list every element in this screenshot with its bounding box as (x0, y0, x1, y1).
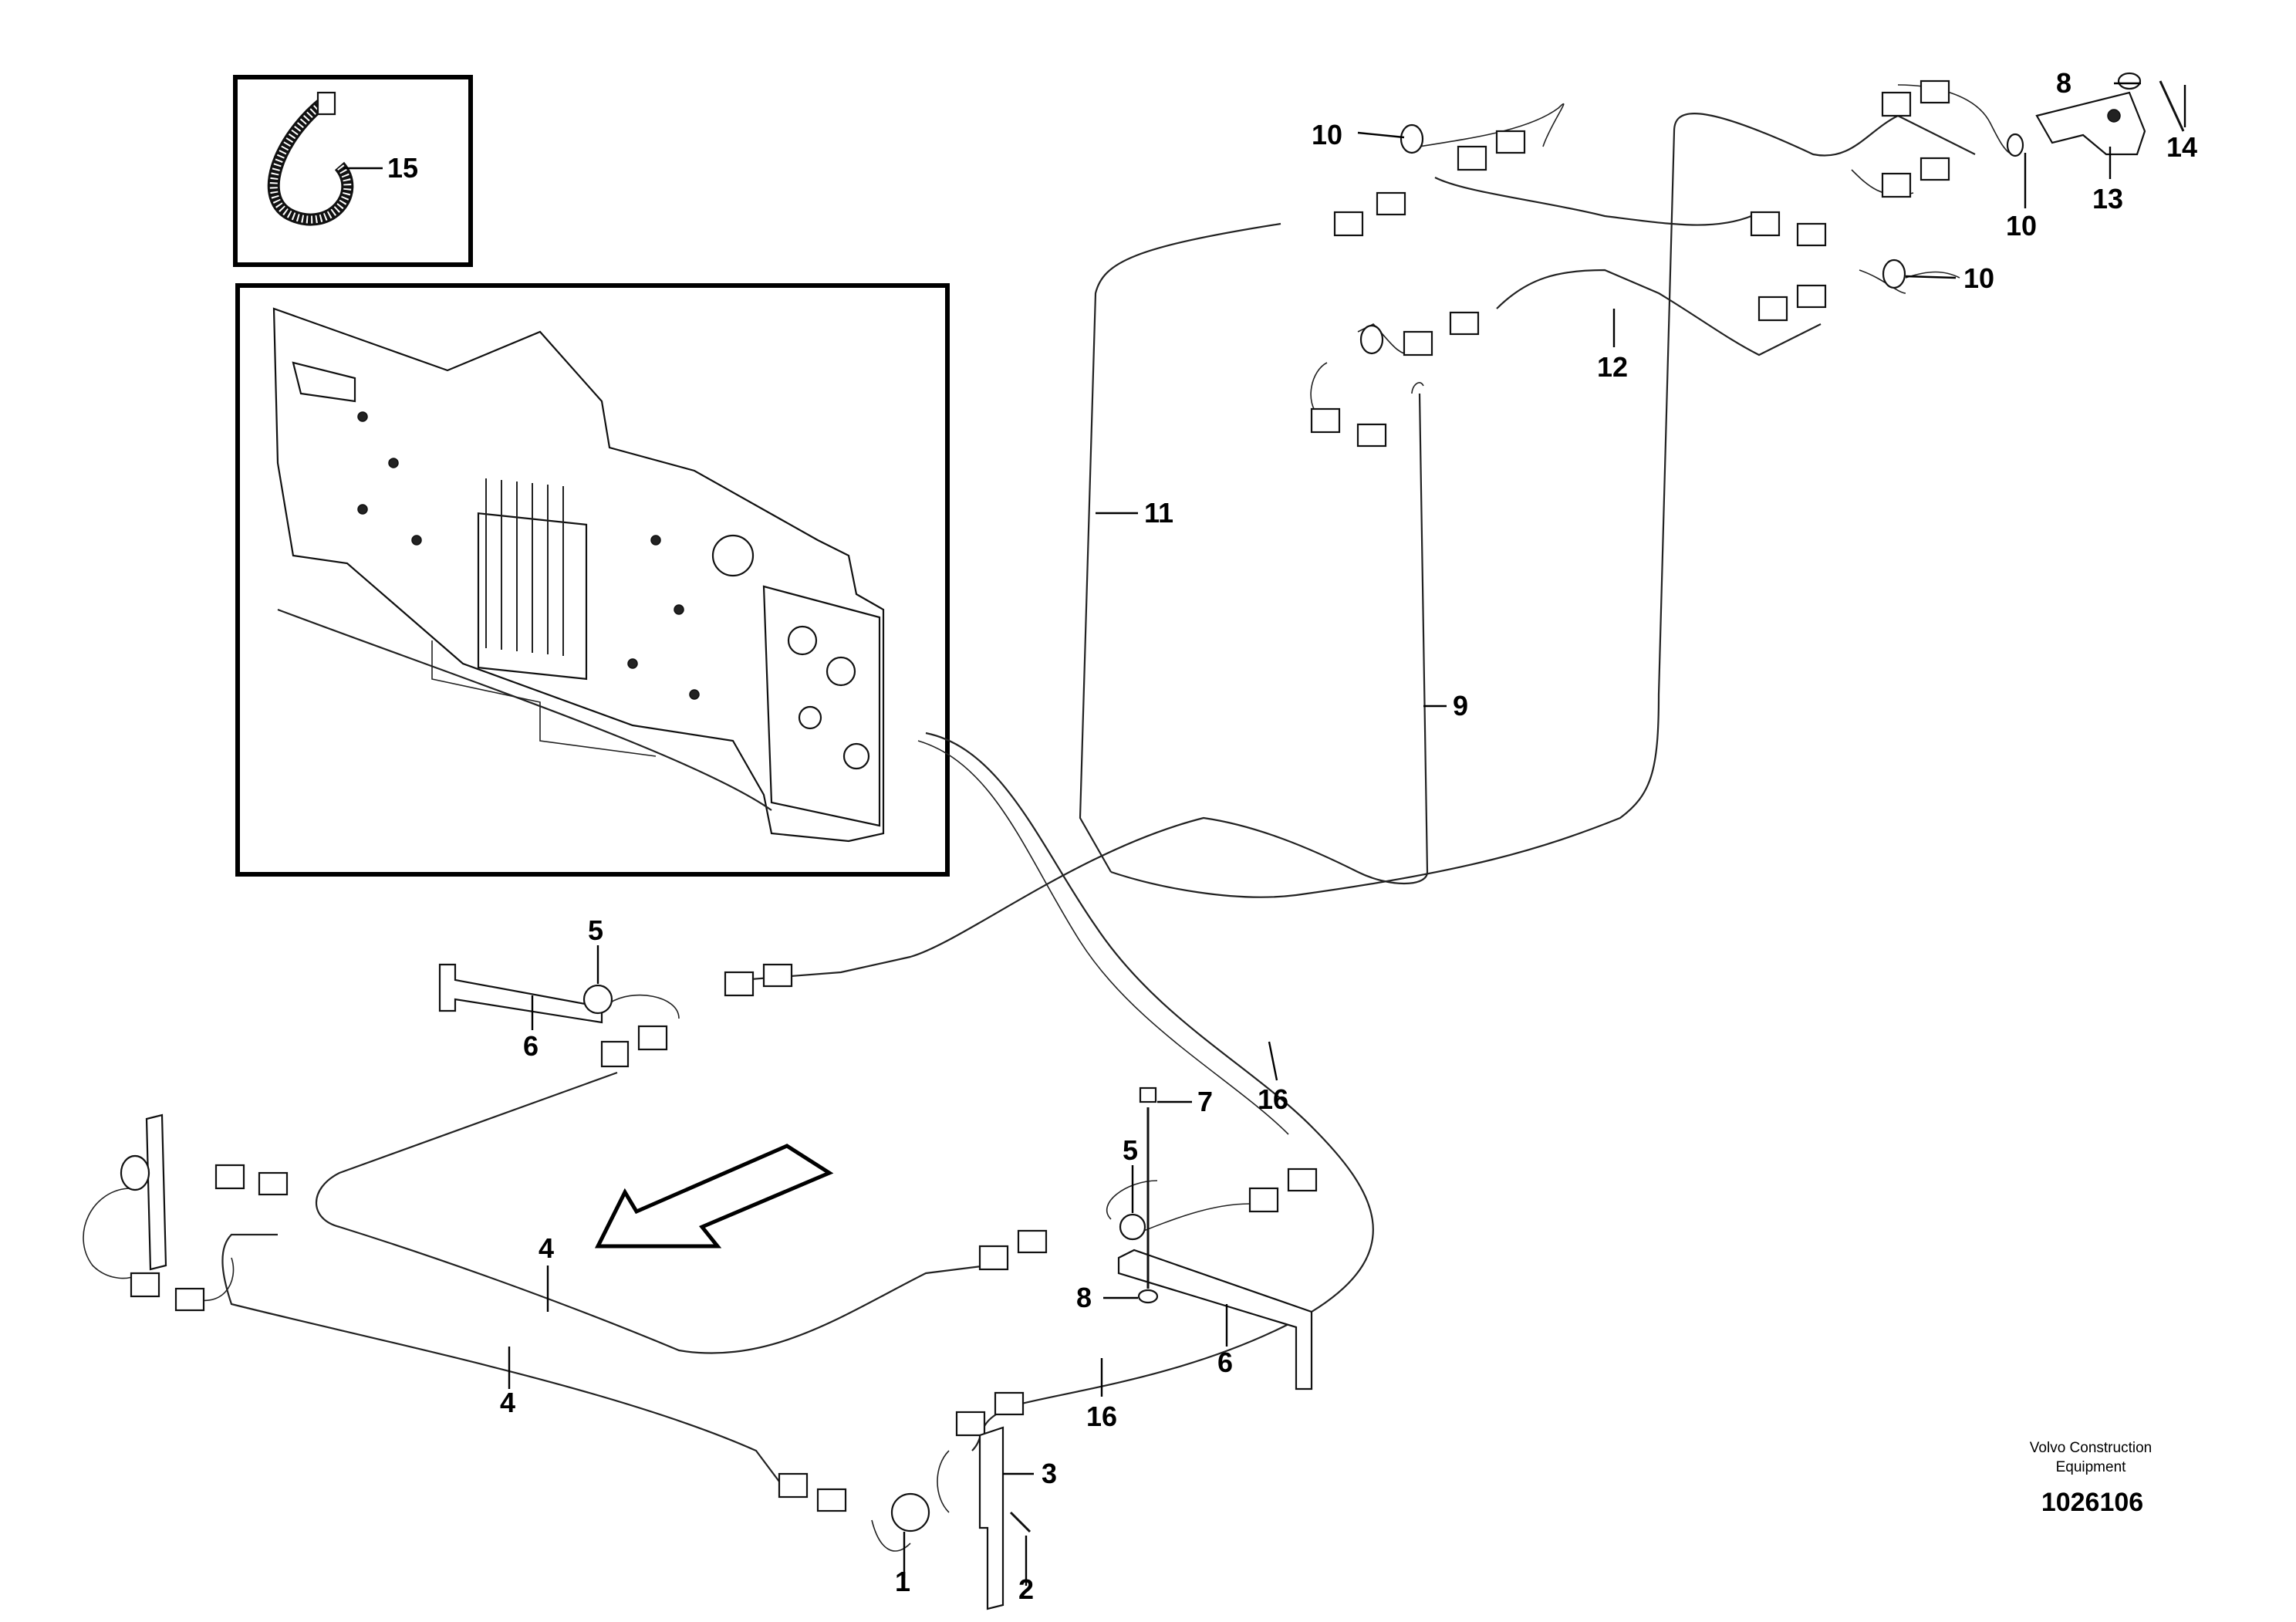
harness-wires (83, 84, 2014, 1552)
control-unit-inset-frame (235, 283, 950, 877)
screw-14 (2159, 80, 2185, 132)
callout-10-right: 10 (1963, 262, 1994, 294)
bracket-6-upper (438, 963, 603, 1024)
cable-tie-inset-frame (233, 75, 473, 267)
callout-6-upper: 6 (523, 1030, 539, 1062)
connector-pair (778, 1472, 847, 1512)
callout-3: 3 (1042, 1458, 1057, 1489)
switch-left (120, 1154, 150, 1191)
clamps (120, 984, 1146, 1532)
clamp-5-lower (1119, 1213, 1146, 1241)
clamp-5-upper (582, 984, 613, 1015)
credit-line-2: Equipment (2056, 1459, 2127, 1475)
control-unit-panel-drawing (272, 307, 885, 843)
connector-pair (1403, 311, 1480, 357)
callout-9: 9 (1453, 690, 1468, 721)
nut-8-upper (2117, 72, 2142, 90)
callout-10-left: 10 (1312, 119, 1342, 150)
switch-1 (890, 1492, 930, 1532)
callout-16-upper: 16 (1258, 1083, 1288, 1115)
callout-8-lower: 8 (1076, 1282, 1092, 1313)
ecu-fins (485, 478, 564, 656)
callout-5-lower: 5 (1123, 1134, 1138, 1166)
bracket-left (145, 1113, 167, 1271)
callout-6-lower: 6 (1217, 1347, 1233, 1378)
fasteners (1009, 72, 2185, 1533)
connector-pair (1457, 130, 1526, 171)
callout-4-lower: 4 (500, 1387, 515, 1418)
sensor-10-bracket (2006, 133, 2024, 157)
forward-direction-arrow-icon (594, 1144, 834, 1249)
connector-pair (1248, 1168, 1318, 1213)
leader-lines (343, 82, 2186, 1586)
callout-1: 1 (895, 1566, 910, 1597)
connector-pair (1750, 211, 1827, 247)
sensor-upper-left (1359, 324, 1384, 355)
callout-16-lower: 16 (1086, 1401, 1117, 1432)
brackets (145, 91, 2146, 1610)
sensor-10-left (1400, 123, 1424, 154)
callout-8-upper: 8 (2056, 67, 2071, 99)
callout-13: 13 (2092, 183, 2123, 215)
connector-pair (1310, 407, 1387, 448)
connector-pair (1333, 191, 1406, 237)
callout-12: 12 (1597, 351, 1628, 383)
connector-pair (130, 1272, 205, 1312)
screw-2 (1009, 1511, 1032, 1533)
callout-2: 2 (1018, 1573, 1034, 1605)
connectors (130, 79, 1950, 1512)
callout-4-upper: 4 (539, 1232, 554, 1264)
document-number: 1026106 (2041, 1488, 2143, 1517)
connector-pair (724, 963, 793, 997)
callout-5-upper: 5 (588, 914, 603, 946)
callout-14: 14 (2166, 131, 2197, 163)
connector-pair (1757, 284, 1827, 322)
bracket-3 (978, 1426, 1004, 1610)
connector-pair (978, 1229, 1048, 1271)
connector-pair (955, 1391, 1025, 1437)
callout-11: 11 (1144, 497, 1173, 529)
callout-15: 15 (387, 152, 418, 184)
bracket-13 (2035, 91, 2146, 156)
connector-pair (214, 1164, 289, 1196)
connector-pair (1881, 79, 1950, 117)
callout-10-bracket: 10 (2006, 210, 2037, 242)
connector-pair (600, 1025, 668, 1068)
temperature-sensors (1359, 123, 2024, 355)
cable-tie-icon (267, 91, 354, 226)
sensor-10-right (1882, 259, 1906, 289)
nut-8-lower (1137, 1289, 1159, 1304)
callout-7: 7 (1197, 1086, 1213, 1117)
credit-line-1: Volvo Construction (2030, 1440, 2152, 1456)
connector-pair (1881, 157, 1950, 198)
